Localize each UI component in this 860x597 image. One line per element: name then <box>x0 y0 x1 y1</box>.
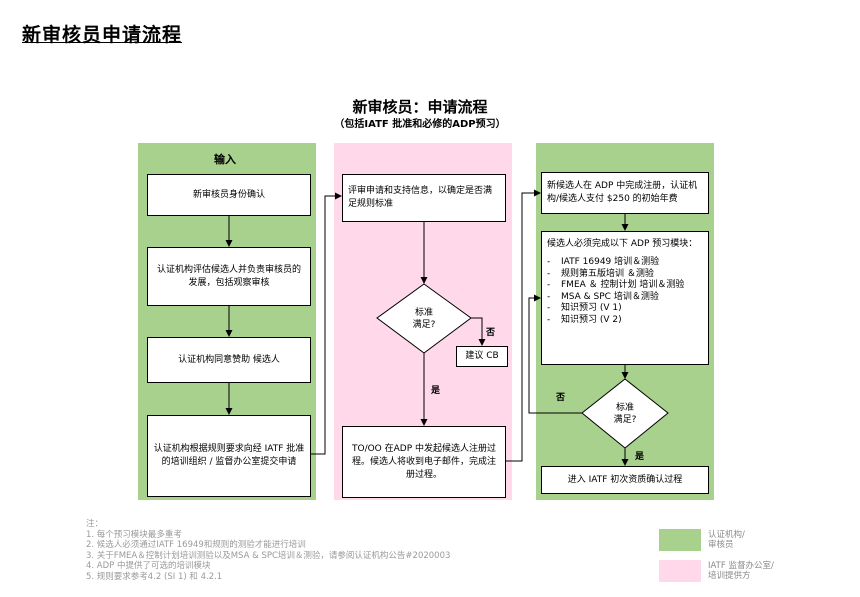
notes: 注： 1. 每个预习模块最多重考 2. 候选人必须通过IATF 16949和规则… <box>86 519 450 582</box>
notes-heading: 注： <box>86 519 104 529</box>
note-item: 1. 每个预习模块最多重考 <box>86 529 182 540</box>
module-item: 知识预习 (V 2) <box>547 315 684 327</box>
step-iatf-qualification: 进入 IATF 初次资质确认过程 <box>541 466 709 494</box>
module-item: FMEA ＆ 控制计划 培训＆测验 <box>547 280 684 292</box>
note-item: 2. 候选人必须通过IATF 16949和规则的测验才能进行培训 <box>86 540 306 550</box>
step-submit-application: 认证机构根据规则要求向经 IATF 批准的培训组织 / 监督办公室提交申请 <box>147 415 311 497</box>
label-yes-l2: 是 <box>431 386 441 396</box>
label-no-l3: 否 <box>556 393 566 403</box>
arrow-decision-no-loop <box>528 294 583 414</box>
arrow-registration-to-candidate <box>506 189 541 462</box>
page-title: 新审核员申请流程 <box>22 24 183 46</box>
step-recommend-cb: 建议 CB <box>456 346 508 367</box>
step-cb-sponsor: 认证机构同意赞助 候选人 <box>147 337 311 383</box>
step-identify-auditor-text: 新审核员身份确认 <box>192 189 265 200</box>
step-adp-registration-start: TO/OO 在ADP 中发起候选人注册过程。候选人将收到电子邮件，完成注册过程。 <box>342 426 506 498</box>
step-cb-sponsor-text: 认证机构同意赞助 候选人 <box>178 354 280 365</box>
chart-title: 新审核员：申请流程 <box>352 98 488 116</box>
legend-label-oversight: IATF 监督办公室/ 培训提供方 <box>708 561 774 581</box>
decision-modules-text: 标准 满足? <box>613 403 637 425</box>
module-list: IATF 16949 培训＆测验 规则第五版培训 ＆测验 FMEA ＆ 控制计划… <box>547 257 684 326</box>
legend-swatch-pink <box>659 560 701 582</box>
arrow-submit-to-review <box>311 192 342 455</box>
step-review-application: 评审申请和支持信息，以确定是否满足规则标准 <box>342 174 506 222</box>
step-review-application-text: 评审申请和支持信息，以确定是否满足规则标准 <box>348 186 493 209</box>
step-submit-application-text: 认证机构根据规则要求向经 IATF 批准的培训组织 / 监督办公室提交申请 <box>153 444 305 467</box>
label-yes-l3: 是 <box>635 452 645 462</box>
step-identify-auditor: 新审核员身份确认 <box>147 174 311 216</box>
chart-subtitle: （包括IATF 批准和必修的ADP预习） <box>334 119 506 130</box>
decision-diamond-modules <box>581 378 669 449</box>
note-item: 3. 关于FMEA＆控制计划培训测验以及MSA & SPC培训＆测验，请参阅认证… <box>86 550 451 561</box>
module-item: MSA & SPC 培训＆测验 <box>547 292 684 304</box>
module-item: 规则第五版培训 ＆测验 <box>547 269 684 281</box>
step-cb-evaluate: 认证机构评估候选人并负责审核员的发展，包括观察审核 <box>147 247 311 306</box>
step-adp-modules: 候选人必须完成以下 ADP 预习模块： IATF 16949 培训＆测验 规则第… <box>541 231 709 365</box>
note-item: 5. 规则要求参考4.2 (SI 1) 和 4.2.1 <box>86 571 223 582</box>
label-no-l2: 否 <box>486 328 496 338</box>
step-complete-registration-text: 新候选人在 ADP 中完成注册，认证机构/候选人支付 $250 的初始年费 <box>547 181 698 204</box>
step-adp-modules-title: 候选人必须完成以下 ADP 预习模块： <box>547 239 698 249</box>
legend-label-cb: 认证机构/ 审核员 <box>708 530 745 550</box>
module-item: IATF 16949 培训＆测验 <box>547 257 684 269</box>
decision-diamond-criteria <box>376 283 472 354</box>
step-adp-registration-start-text: TO/OO 在ADP 中发起候选人注册过程。候选人将收到电子邮件，完成注册过程。 <box>351 443 497 480</box>
step-complete-registration: 新候选人在 ADP 中完成注册，认证机构/候选人支付 $250 的初始年费 <box>541 172 709 214</box>
step-cb-evaluate-text: 认证机构评估候选人并负责审核员的发展，包括观察审核 <box>156 264 301 288</box>
note-item: 4. ADP 中提供了可选的培训模块 <box>86 561 211 571</box>
legend-swatch-green <box>659 529 701 551</box>
decision-criteria-text: 标准 满足? <box>412 308 436 330</box>
module-item: 知识预习 (V 1) <box>547 303 684 315</box>
notes-list: 1. 每个预习模块最多重考 2. 候选人必须通过IATF 16949和规则的测验… <box>86 530 450 583</box>
step-iatf-qualification-text: 进入 IATF 初次资质确认过程 <box>567 474 683 485</box>
lane-input-heading: 输入 <box>214 153 236 166</box>
arrow-decision-no <box>471 317 486 346</box>
step-recommend-cb-text: 建议 CB <box>465 351 499 361</box>
